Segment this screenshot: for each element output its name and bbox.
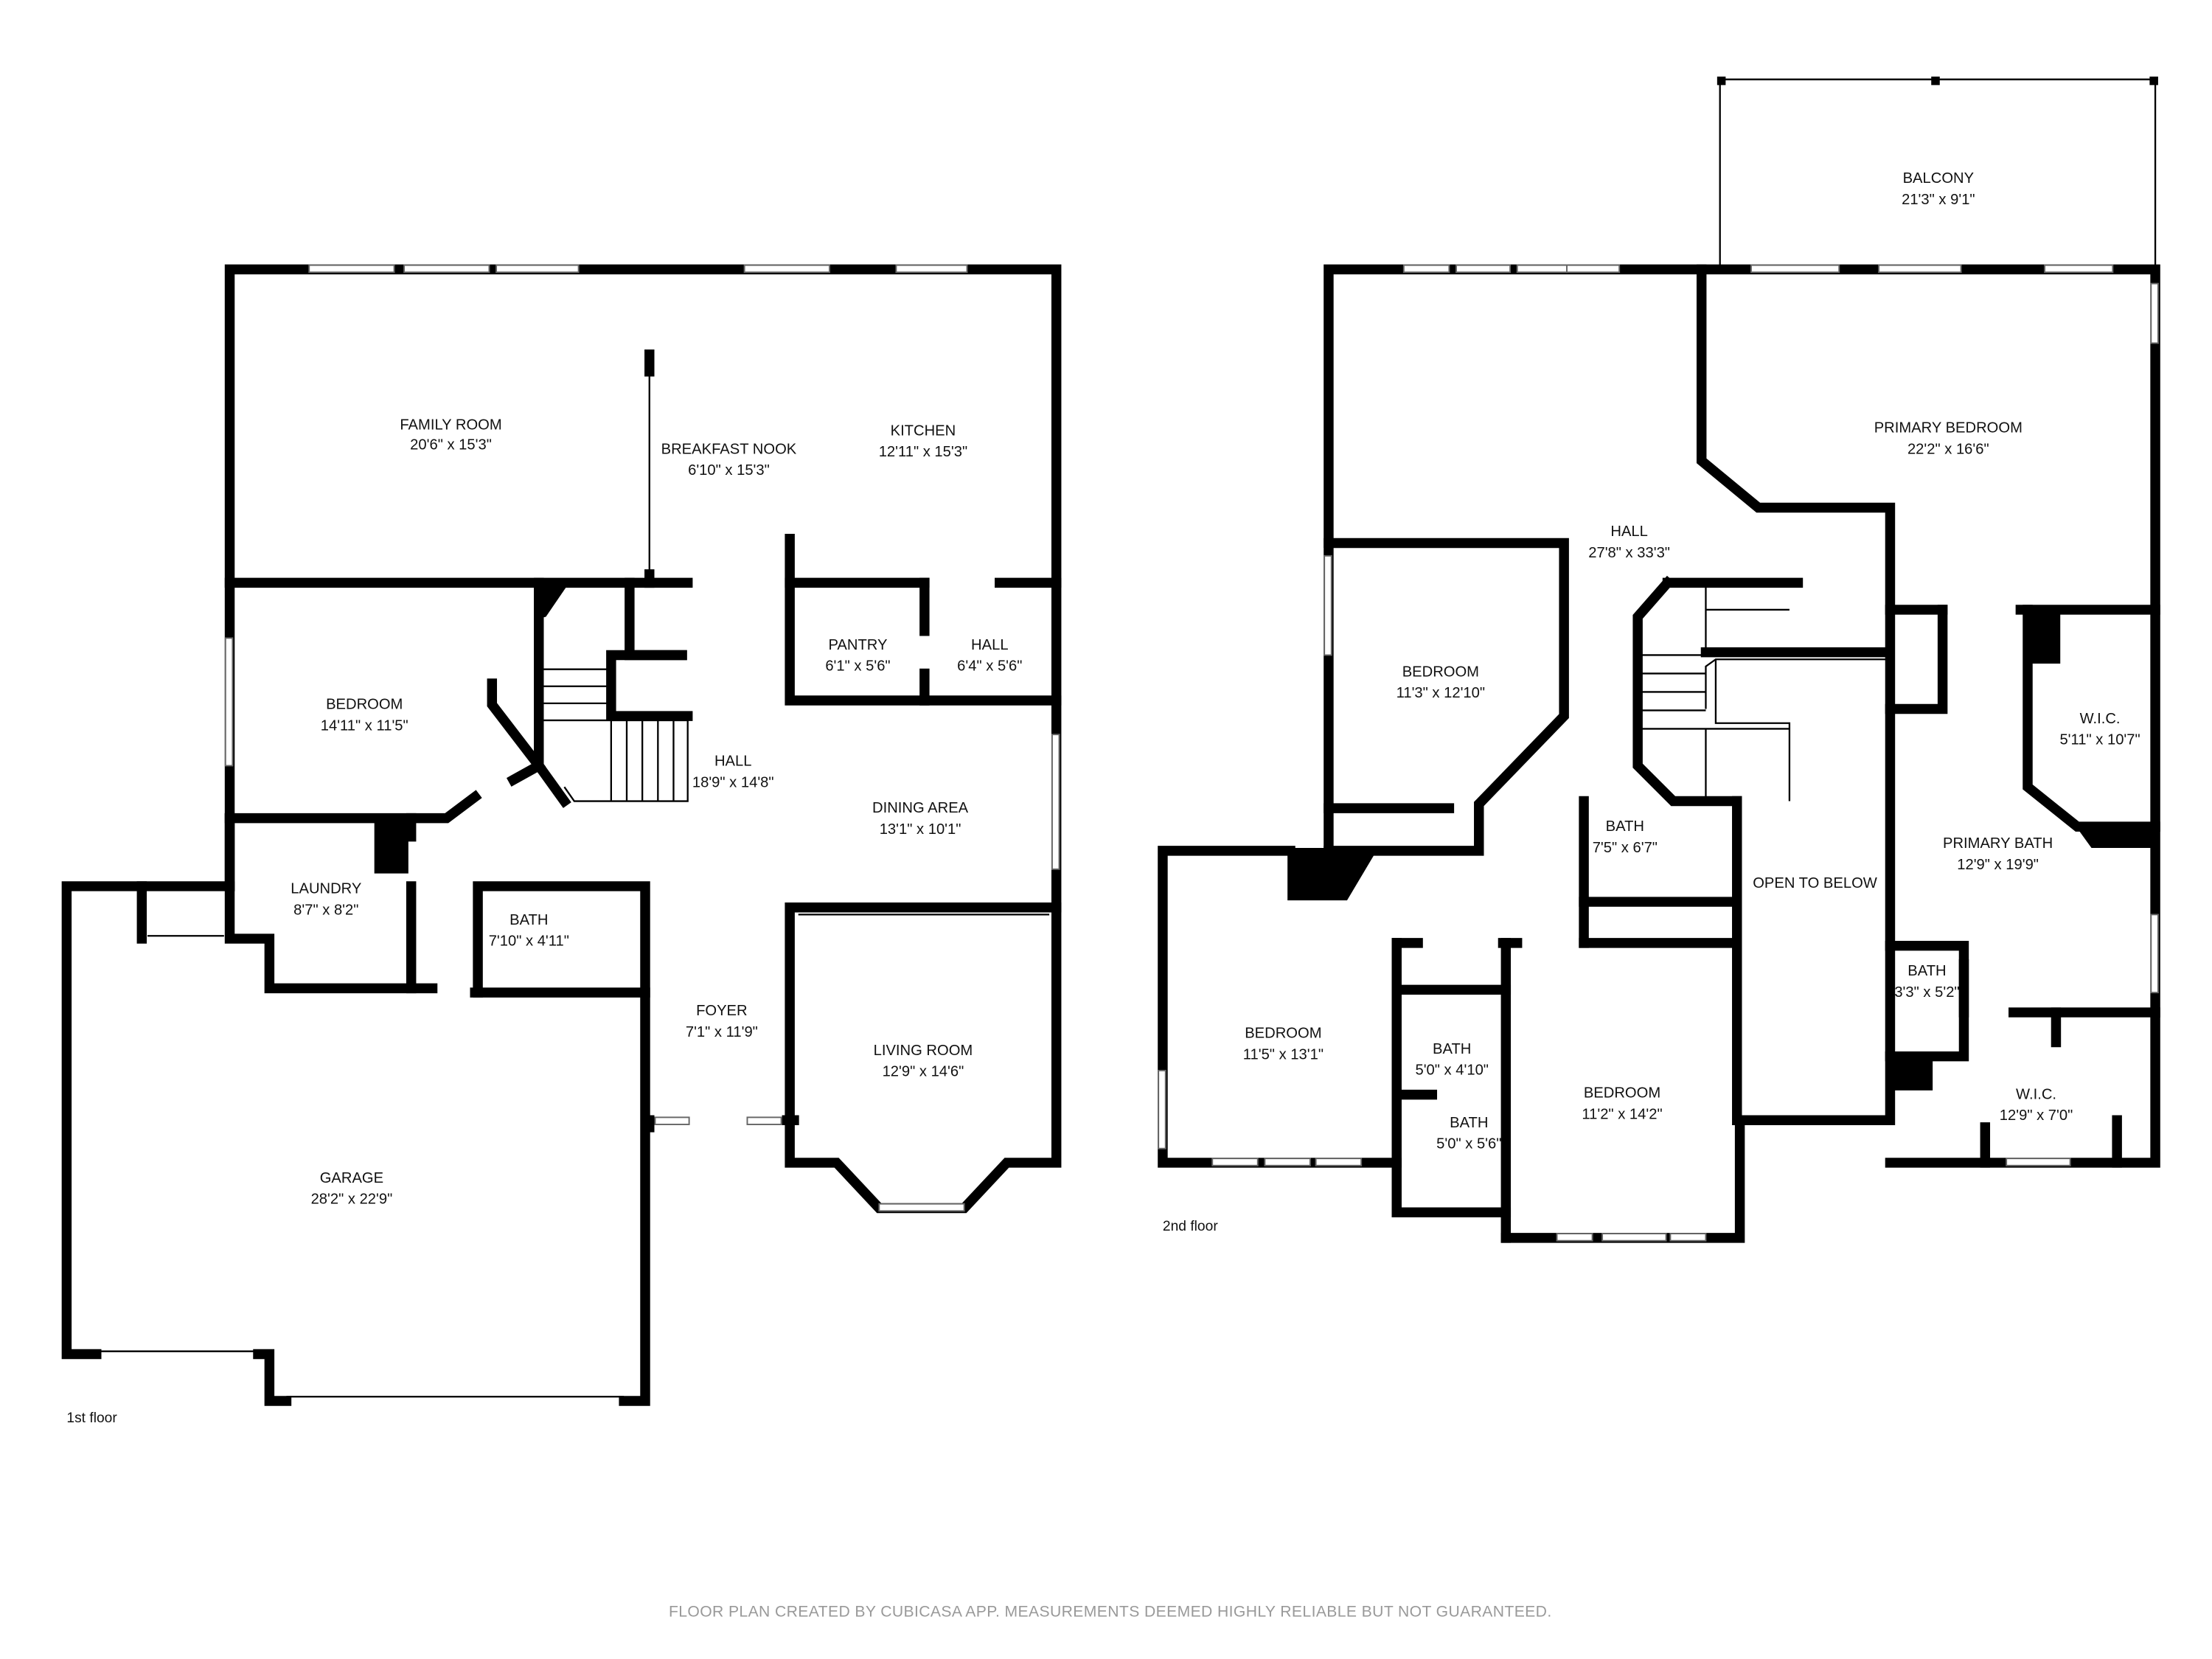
room-size: 12'9" x 19'9" (1957, 857, 2039, 873)
room-size: 14'11" x 11'5" (321, 717, 408, 734)
room-name: FAMILY ROOM (400, 417, 501, 434)
first-floor-stairs (543, 668, 688, 801)
room-name: KITCHEN (891, 422, 956, 439)
room-size: 11'3" x 12'10" (1397, 685, 1485, 701)
room-name: BALCONY (1903, 170, 1975, 187)
room-size: 7'1" x 11'9" (686, 1024, 758, 1040)
room-name: HALL (1610, 524, 1648, 540)
room-size: 8'7" x 8'2" (293, 902, 358, 918)
room-size: 21'3" x 9'1" (1902, 192, 1975, 208)
room-size: 12'9" x 7'0" (2000, 1107, 2073, 1124)
second-floor-room-labels: BALCONY 21'3" x 9'1" PRIMARY BEDROOM 22'… (1243, 170, 2140, 1152)
second-floor-windows (1158, 264, 2159, 1242)
balcony (1717, 76, 2158, 267)
room-name: BATH (1433, 1041, 1471, 1057)
room-name: GARAGE (320, 1170, 383, 1186)
room-name: BEDROOM (1402, 664, 1479, 680)
room-name: BATH (1907, 963, 1946, 979)
room-name: BATH (1606, 818, 1644, 835)
room-size: 11'2" x 14'2" (1582, 1106, 1662, 1122)
room-name: HALL (714, 753, 752, 769)
room-size: 13'1" x 10'1" (880, 821, 961, 838)
room-name: PRIMARY BATH (1943, 835, 2053, 852)
room-size: 12'9" x 14'6" (883, 1064, 964, 1080)
floor-label: 1st floor (66, 1411, 117, 1426)
room-name: PANTRY (828, 637, 888, 653)
room-size: 18'9" x 14'8" (692, 774, 774, 790)
room-size: 7'10" x 4'11" (489, 933, 569, 950)
room-size: 5'11" x 10'7" (2059, 732, 2140, 748)
room-size: 6'10" x 15'3" (688, 462, 770, 479)
room-size: 28'2" x 22'9" (311, 1192, 393, 1208)
room-name: BATH (509, 912, 548, 928)
first-floor-plan: FAMILY ROOM 20'6" x 15'3" BREAKFAST NOOK… (61, 264, 1062, 1426)
room-name: DINING AREA (872, 800, 969, 816)
room-size: 12'11" x 15'3" (879, 444, 967, 460)
first-floor-walls (61, 264, 1062, 1406)
room-size: 20'6" x 15'3" (410, 437, 492, 453)
second-floor-stairs (1638, 608, 1886, 801)
room-name: OPEN TO BELOW (1753, 875, 1877, 891)
room-name: BREAKFAST NOOK (661, 441, 797, 457)
room-name: FOYER (696, 1003, 748, 1019)
room-size: 6'1" x 5'6" (825, 658, 890, 675)
room-name: BEDROOM (1584, 1085, 1660, 1101)
room-size: 6'4" x 5'6" (957, 658, 1022, 675)
footer-disclaimer: FLOOR PLAN CREATED BY CUBICASA APP. MEAS… (669, 1603, 1552, 1620)
room-name: LIVING ROOM (874, 1043, 973, 1059)
room-name: BEDROOM (1245, 1026, 1321, 1042)
second-floor-plan: BALCONY 21'3" x 9'1" PRIMARY BEDROOM 22'… (1158, 76, 2160, 1243)
room-name: W.I.C. (2016, 1086, 2056, 1102)
room-size: 5'0" x 4'10" (1415, 1062, 1489, 1079)
room-size: 27'8" x 33'3" (1588, 545, 1670, 561)
room-name: W.I.C. (2080, 711, 2121, 727)
room-name: BEDROOM (326, 697, 403, 713)
room-size: 11'5" x 13'1" (1243, 1047, 1324, 1063)
first-floor-windows (96, 264, 1060, 1398)
room-name: PRIMARY BEDROOM (1874, 420, 2023, 437)
floor-label: 2nd floor (1163, 1219, 1218, 1234)
room-size: 7'5" x 6'7" (1593, 840, 1658, 856)
first-floor-room-labels: FAMILY ROOM 20'6" x 15'3" BREAKFAST NOOK… (291, 417, 1022, 1208)
room-size: 22'2" x 16'6" (1907, 441, 1989, 457)
room-name: HALL (971, 637, 1009, 653)
room-name: BATH (1450, 1115, 1488, 1131)
room-name: LAUNDRY (291, 881, 362, 897)
room-size: 3'3" x 5'2" (1894, 984, 1959, 1001)
room-size: 5'0" x 5'6" (1436, 1136, 1501, 1152)
